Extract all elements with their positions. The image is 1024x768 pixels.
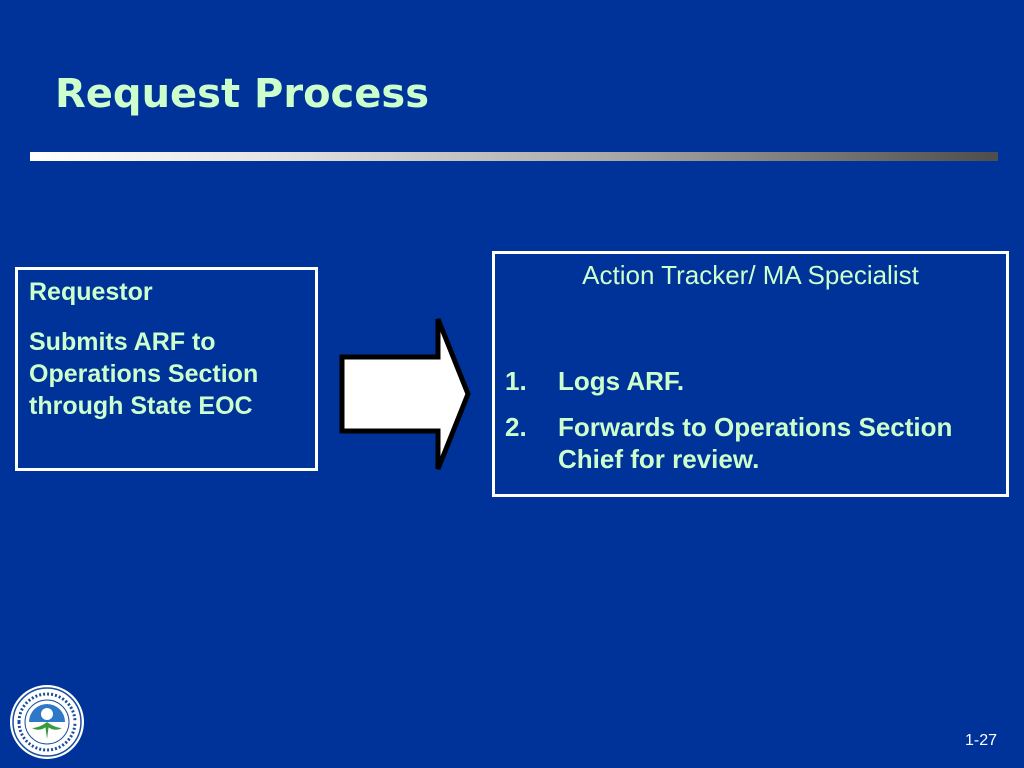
tracker-heading: Action Tracker/ MA Specialist — [582, 260, 919, 290]
step-number: 1. — [505, 366, 527, 396]
slide-title: Request Process — [55, 71, 430, 117]
epa-seal-icon — [10, 685, 84, 759]
step-text: Forwards to Operations Section Chief for… — [558, 412, 953, 474]
flow-arrow-icon — [339, 318, 471, 470]
tracker-box: Action Tracker/ MA Specialist 1. Logs AR… — [492, 251, 1009, 497]
page-number: 1-27 — [965, 732, 998, 749]
step-text: Logs ARF. — [558, 366, 685, 396]
tracker-step: 2. Forwards to Operations Section Chief … — [505, 411, 996, 475]
requestor-body: Submits ARF to Operations Section throug… — [29, 328, 259, 420]
title-divider — [30, 152, 998, 161]
step-number: 2. — [505, 412, 527, 442]
requestor-heading: Requestor — [29, 278, 153, 306]
tracker-steps: 1. Logs ARF. 2. Forwards to Operations S… — [505, 365, 996, 475]
tracker-step: 1. Logs ARF. — [505, 365, 996, 397]
requestor-box: Requestor Submits ARF to Operations Sect… — [15, 267, 318, 471]
